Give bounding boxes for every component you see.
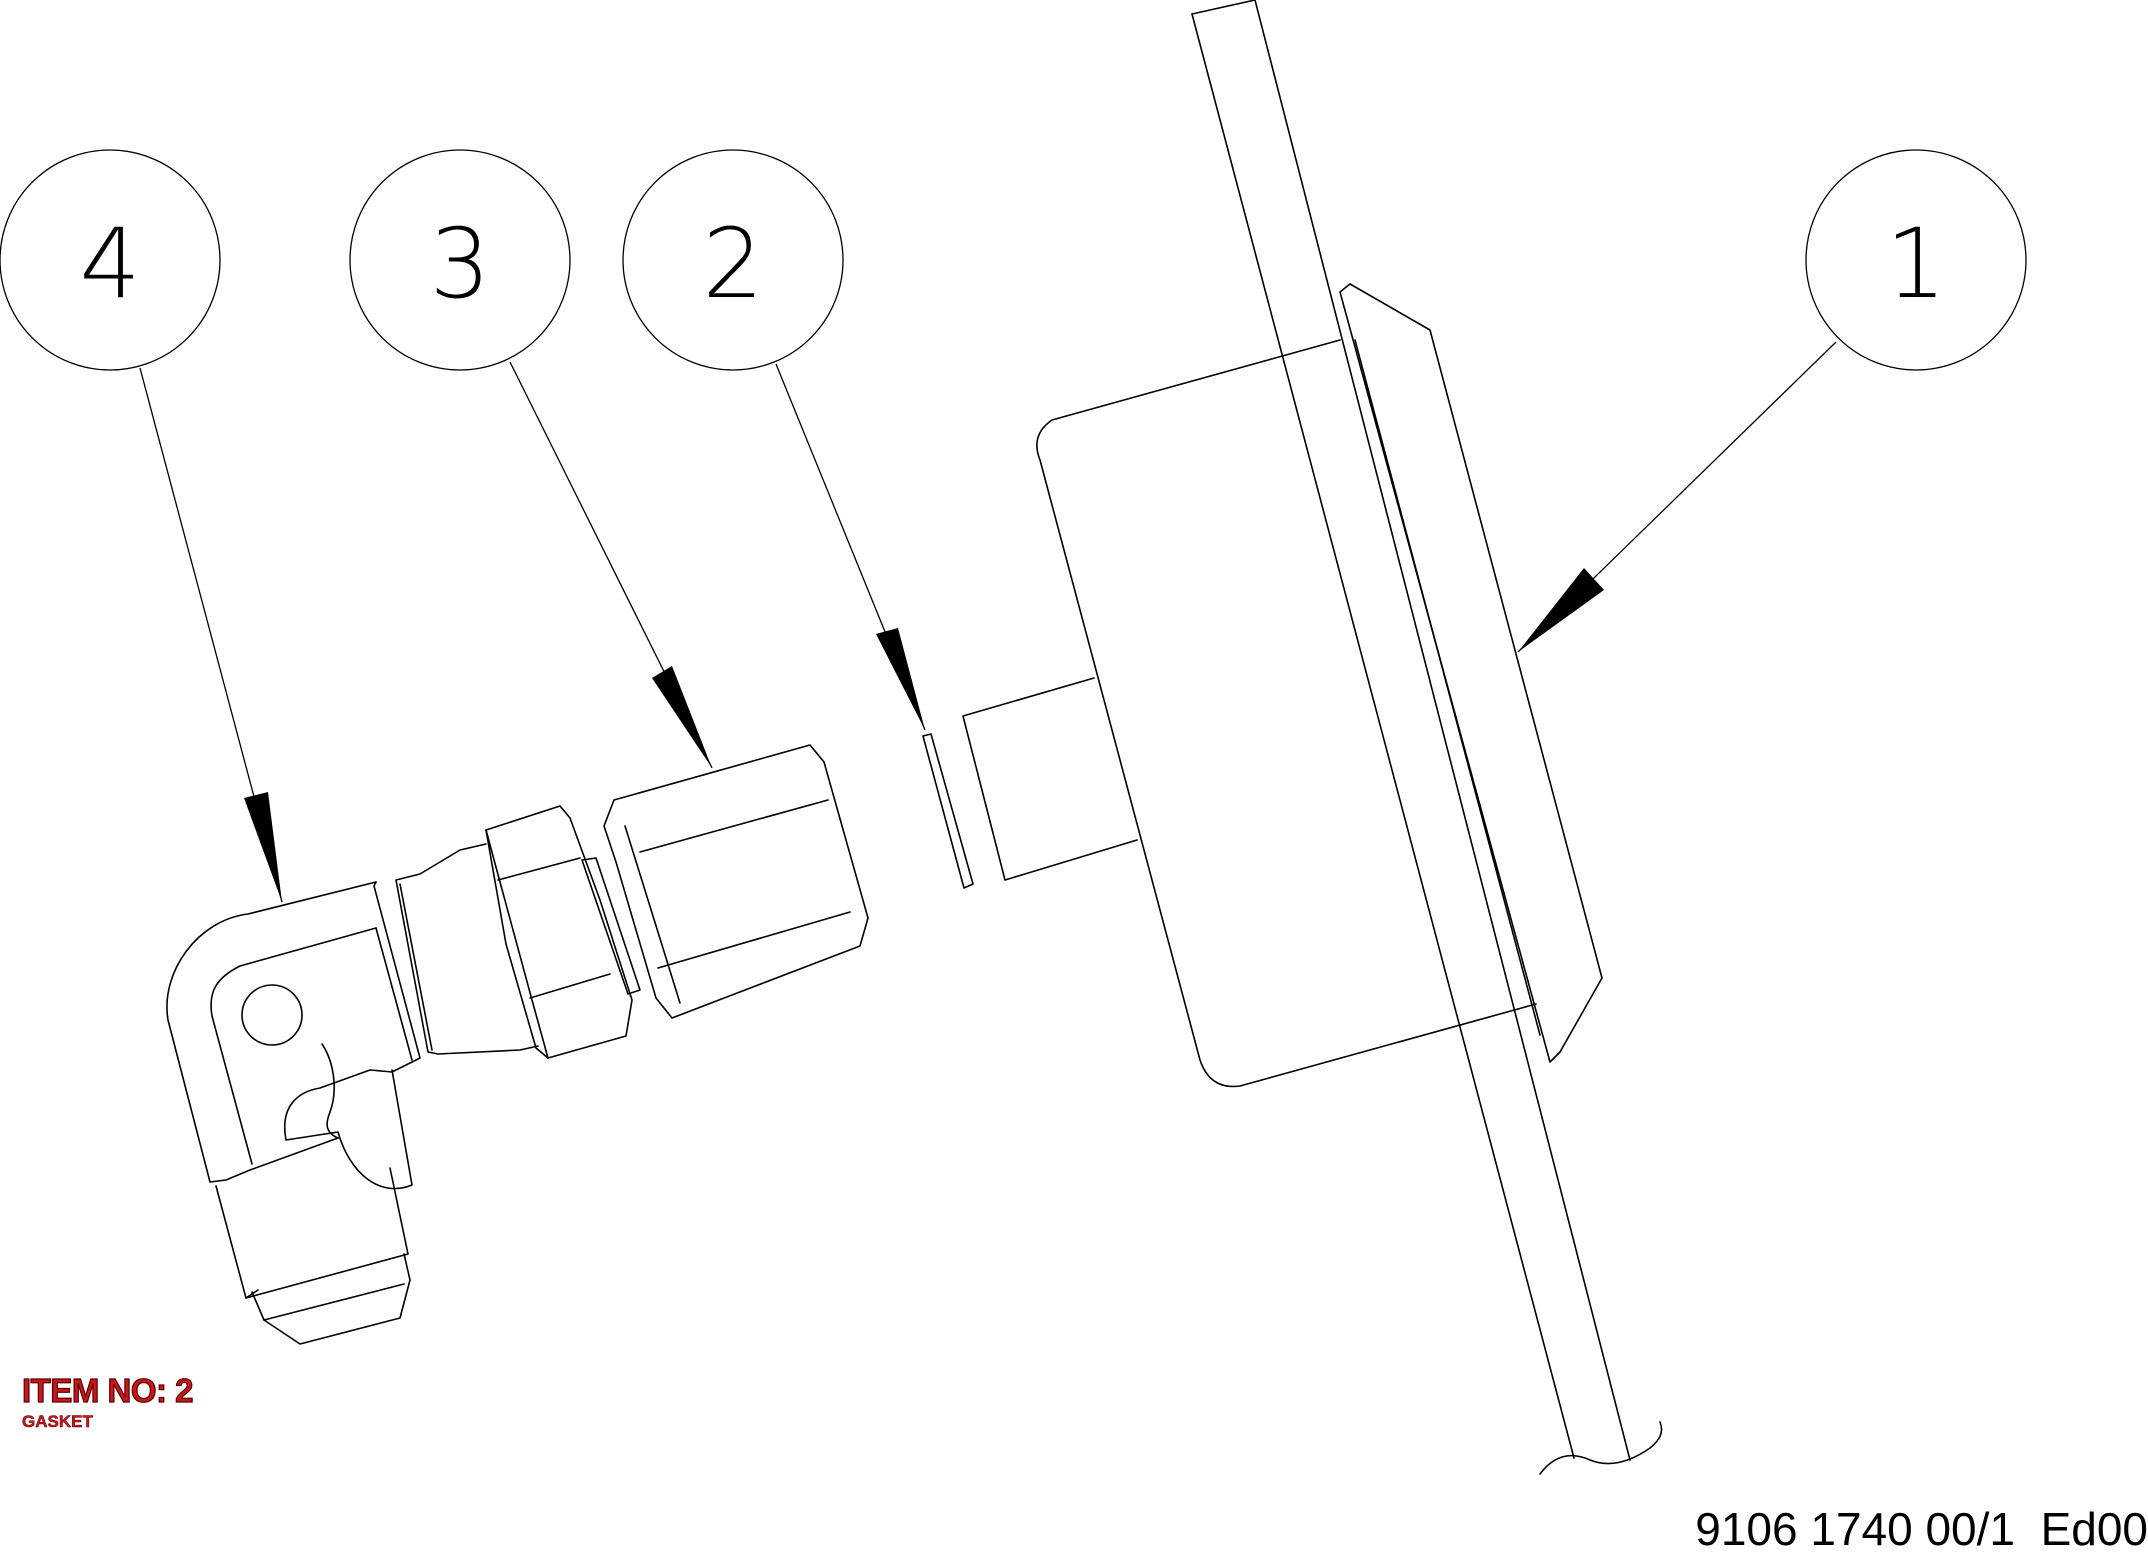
- panel-break-line: [1539, 1421, 1663, 1475]
- union-nut: [603, 744, 869, 1019]
- elbow-port: [283, 881, 421, 1190]
- callout-4-number: 4: [79, 208, 140, 320]
- lock-nut: [485, 805, 633, 1059]
- callout-4: 4: [0, 149, 283, 903]
- callout-1-number: 1: [1885, 208, 1946, 320]
- elbow-body: [166, 881, 377, 1183]
- callout-3: 3: [349, 149, 713, 769]
- panel-left-edge: [1191, 13, 1575, 1459]
- connector-neck: [395, 843, 539, 1055]
- callout-2-number: 2: [702, 208, 763, 320]
- washer: [581, 857, 641, 995]
- elbow-fitting-part-4: [166, 881, 421, 1345]
- housing-boss: [962, 677, 1138, 881]
- panel-right-edge: [1191, 0, 1631, 1461]
- callout-2: 2: [622, 149, 926, 731]
- housing-part-1: [962, 0, 1663, 1475]
- bulkhead-connector-part-3: [395, 744, 869, 1059]
- callout-3-number: 3: [429, 208, 490, 320]
- item-description-label: GASKET: [22, 1412, 93, 1432]
- flange-plate: [1339, 283, 1603, 1063]
- callout-2-arrowhead: [876, 628, 925, 730]
- housing-body: [1036, 339, 1537, 1088]
- thread-stub: [215, 1167, 409, 1299]
- gasket-part-2: [922, 733, 974, 889]
- thread-tip: [251, 1253, 411, 1345]
- item-number-label: ITEM NO: 2: [21, 1371, 194, 1409]
- elbow-bore: [241, 984, 303, 1046]
- document-reference: 9106 1740 00/1 Ed00: [1695, 1503, 2148, 1555]
- callout-1: 1: [1517, 149, 2027, 653]
- callout-4-arrowhead: [244, 792, 282, 902]
- callout-3-arrowhead: [652, 666, 712, 768]
- flange-inner-edge: [1354, 339, 1541, 1036]
- callout-1-arrowhead: [1518, 568, 1604, 652]
